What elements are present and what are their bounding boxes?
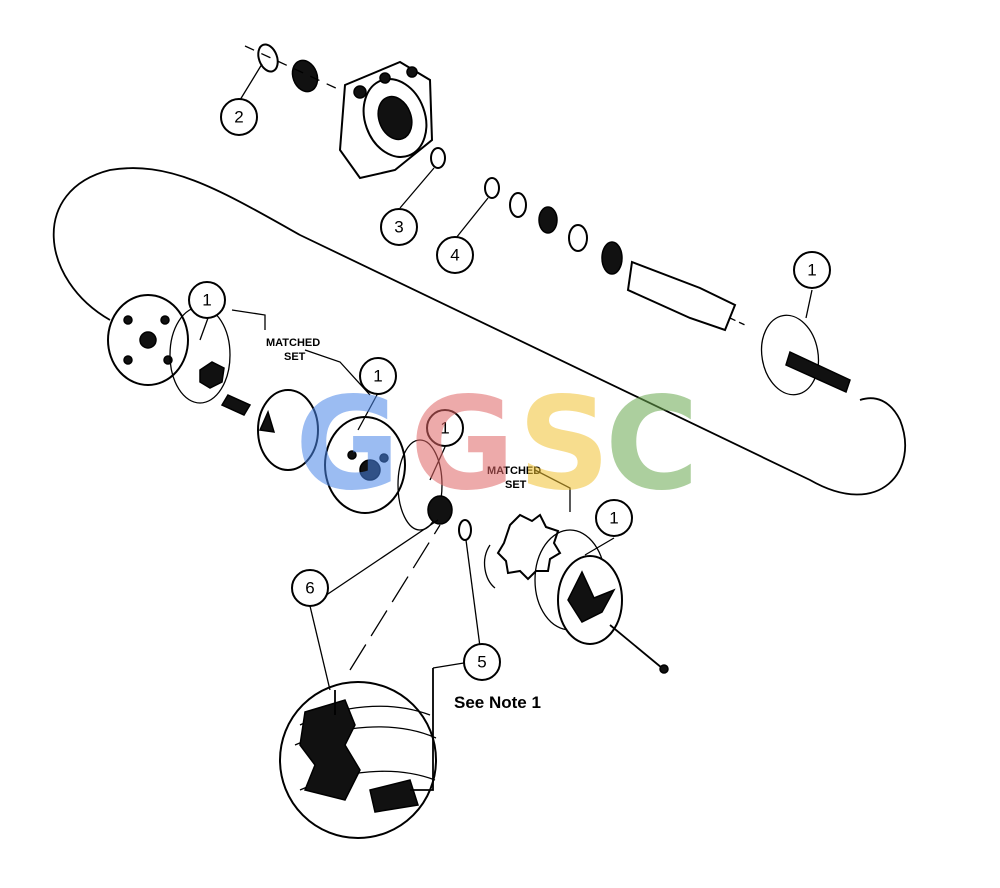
callout-3: 3 bbox=[380, 208, 418, 246]
gear-rotor-part bbox=[257, 389, 319, 471]
matched-set-label-1-line2: SET bbox=[284, 351, 306, 363]
washer-part bbox=[484, 177, 500, 199]
matched-set-label-2-line2: SET bbox=[505, 479, 527, 491]
matched-set-label-1: MATCHED bbox=[266, 337, 320, 349]
callout-1-left: 1 bbox=[188, 281, 226, 319]
seal-ring-part bbox=[257, 43, 279, 73]
svg-text:6: 6 bbox=[305, 579, 314, 598]
callout-1-mid: 1 bbox=[359, 357, 397, 395]
detail-magnifier bbox=[279, 668, 437, 839]
svg-text:3: 3 bbox=[394, 218, 403, 237]
matched-set-label-2: MATCHED bbox=[487, 465, 541, 477]
drive-shaft-part bbox=[626, 260, 737, 332]
svg-text:1: 1 bbox=[202, 291, 211, 310]
callout-4: 4 bbox=[436, 236, 474, 274]
watermark-letter-4: C bbox=[605, 370, 699, 519]
o-ring-part bbox=[430, 147, 446, 169]
leader-lines bbox=[199, 63, 813, 691]
watermark-letter-1: G bbox=[295, 370, 400, 519]
lower-assembly bbox=[483, 513, 669, 674]
top-assembly bbox=[244, 43, 746, 332]
svg-text:1: 1 bbox=[807, 261, 816, 280]
assembly-loop-line bbox=[52, 167, 906, 496]
svg-text:5: 5 bbox=[477, 653, 486, 672]
right-shaft-group bbox=[760, 314, 851, 396]
watermark-letter-2: G bbox=[410, 370, 515, 519]
svg-text:4: 4 bbox=[450, 246, 459, 265]
gear-star-part bbox=[496, 513, 562, 581]
seal-part bbox=[427, 495, 453, 525]
callout-5: 5 bbox=[463, 643, 501, 681]
svg-text:1: 1 bbox=[373, 367, 382, 386]
callout-1-center: 1 bbox=[426, 409, 464, 447]
watermark: G G S C bbox=[295, 370, 699, 519]
seal-groove-profile bbox=[299, 699, 361, 801]
bearing-part bbox=[291, 59, 319, 93]
see-note-label: See Note 1 bbox=[454, 693, 541, 712]
svg-text:2: 2 bbox=[234, 108, 243, 127]
watermark-letter-3: S bbox=[518, 370, 610, 519]
callout-1-bottom-right: 1 bbox=[595, 499, 633, 537]
svg-text:1: 1 bbox=[440, 419, 449, 438]
callout-2: 2 bbox=[220, 98, 258, 136]
svg-text:1: 1 bbox=[609, 509, 618, 528]
middle-assembly bbox=[107, 294, 472, 541]
callout-6: 6 bbox=[291, 569, 329, 607]
callout-1-top-right: 1 bbox=[793, 251, 831, 289]
